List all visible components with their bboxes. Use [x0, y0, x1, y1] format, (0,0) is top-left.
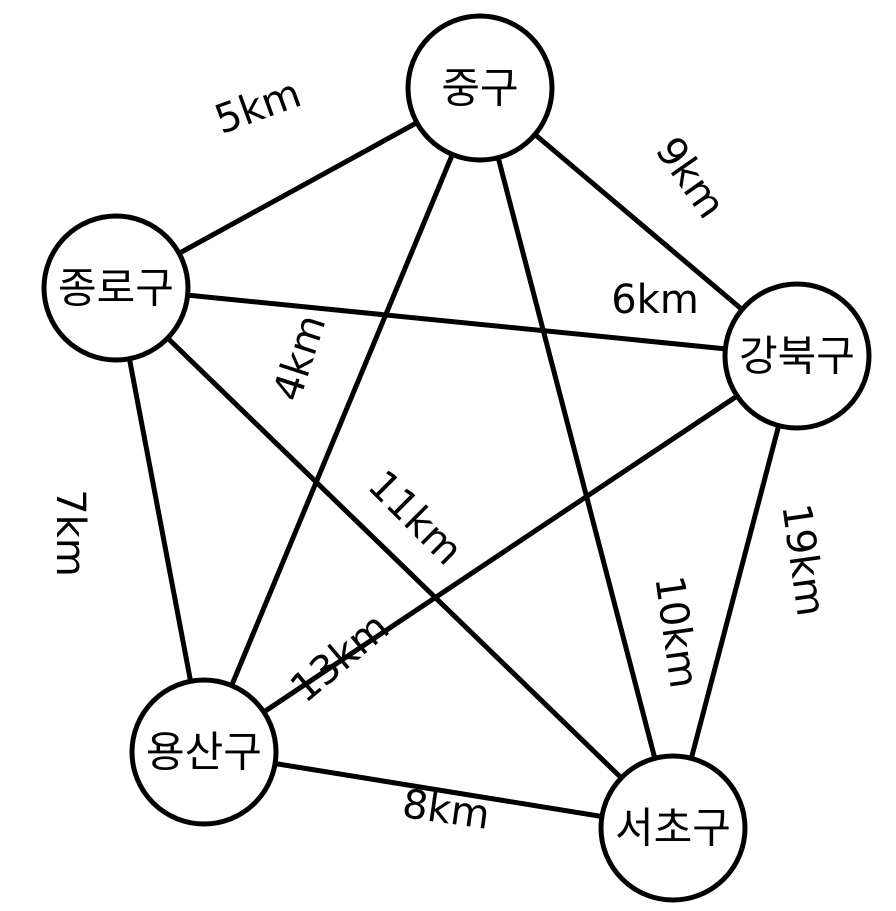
node-circle-yongsan — [129, 677, 279, 827]
edge-label-jung-seocho: 10km — [645, 573, 706, 691]
node-label-jongno: 종로구 — [58, 264, 174, 313]
edge-jongno-seocho — [165, 335, 624, 781]
edge-label-gangbuk-yongsan: 13km — [282, 604, 398, 712]
edge-label-jongno-jung: 5km — [209, 70, 307, 143]
node-circle-seocho — [598, 753, 748, 903]
edge-yongsan-seocho — [272, 761, 605, 819]
edge-jongno-gangbuk — [185, 292, 728, 352]
node-jongno: 종로구 — [41, 213, 191, 363]
edge-label-jung-gangbuk: 9km — [646, 129, 734, 227]
node-label-jung: 중구 — [441, 64, 518, 113]
node-circle-gangbuk — [722, 281, 872, 431]
edge-jongno-yongsan — [126, 356, 194, 684]
node-jung: 중구 — [405, 13, 555, 163]
node-seocho: 서초구 — [598, 753, 748, 903]
edge-label-jongno-seocho: 11km — [359, 462, 471, 574]
edge-label-jung-yongsan: 4km — [265, 309, 336, 407]
edge-label-yongsan-seocho: 8km — [399, 781, 492, 839]
edge-jung-yongsan — [229, 151, 455, 689]
edge-label-gangbuk-seocho: 19km — [772, 501, 833, 619]
node-gangbuk: 강북구 — [722, 281, 872, 431]
node-yongsan: 용산구 — [129, 677, 279, 827]
edge-jung-gangbuk — [532, 131, 745, 313]
edge-gangbuk-seocho — [688, 423, 782, 761]
edge-jung-seocho — [495, 155, 658, 761]
edge-gangbuk-yongsan — [261, 393, 740, 715]
node-circle-jung — [405, 13, 555, 163]
edge-label-jongno-yongsan: 7km — [47, 489, 93, 577]
edge-label-jongno-gangbuk: 6km — [611, 277, 699, 323]
edge-jongno-jung — [176, 120, 420, 256]
node-label-yongsan: 용산구 — [146, 728, 262, 777]
node-label-seocho: 서초구 — [615, 804, 731, 853]
node-label-gangbuk: 강북구 — [739, 332, 855, 381]
node-circle-jongno — [41, 213, 191, 363]
edges-layer — [126, 120, 782, 819]
